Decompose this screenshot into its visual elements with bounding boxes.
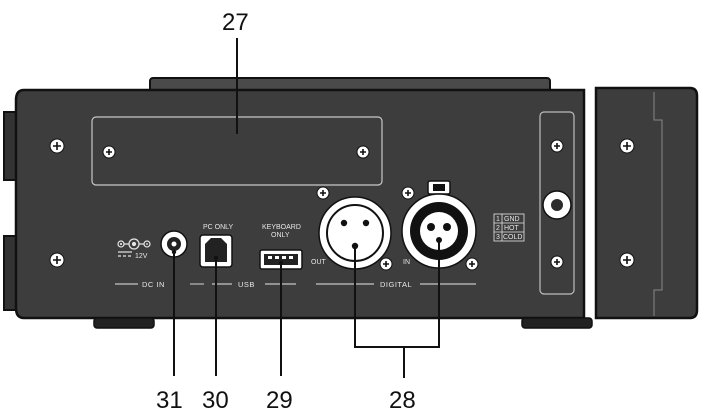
keyboard-only-label: ONLY — [271, 232, 290, 239]
pin-legend-name: GND — [504, 216, 520, 223]
pin-legend-name: HOT — [504, 225, 520, 232]
foot-right — [521, 317, 593, 329]
pc-only-label: PC ONLY — [203, 224, 234, 231]
in-label: IN — [403, 259, 410, 266]
right-handle-block — [594, 86, 699, 320]
digital-section-label: DIGITAL — [380, 280, 412, 289]
callout-31: 31 — [156, 387, 183, 414]
dc-voltage-label: 12V — [135, 253, 148, 260]
foot-left — [93, 317, 155, 329]
pin-legend-number: 2 — [496, 225, 500, 232]
leader-dots — [171, 237, 442, 266]
pin-legend-number: 3 — [496, 234, 500, 241]
callout-27: 27 — [222, 9, 249, 36]
xlr-socket-icon — [427, 223, 435, 231]
usb-section-label: USB — [238, 280, 255, 289]
right-slot-panel — [539, 111, 575, 295]
digital-in-xlr-face — [420, 212, 458, 250]
usb-b-port-inner — [205, 238, 227, 262]
usb-a-contacts — [268, 256, 293, 259]
pin-legend: 1 GND 2 HOT 3 COLD — [493, 213, 525, 242]
main-body — [14, 88, 586, 320]
xlr-pin-icon — [340, 219, 348, 227]
lock-ring-hole — [551, 199, 563, 211]
pin-legend-name: COLD — [503, 234, 522, 241]
leader-lines — [173, 38, 440, 378]
xlr-pin-icon — [362, 219, 370, 227]
right-handle-inner-line — [653, 92, 663, 316]
screw-crosses — [53, 142, 631, 267]
callout-30: 30 — [202, 387, 229, 414]
pin-legend-number: 1 — [496, 216, 500, 223]
dc-polarity-icon — [117, 238, 151, 257]
callout-29: 29 — [266, 387, 293, 414]
xlr-latch-inner — [433, 184, 445, 191]
callout-28: 28 — [389, 387, 416, 414]
dc-in-jack-pin — [171, 241, 177, 247]
xlr-socket-icon — [443, 223, 451, 231]
keyboard-label: KEYBOARD — [262, 224, 301, 231]
out-label: OUT — [311, 259, 327, 266]
usb-a-port-inner — [264, 254, 298, 265]
dc-in-section-label: DC IN — [142, 280, 165, 289]
